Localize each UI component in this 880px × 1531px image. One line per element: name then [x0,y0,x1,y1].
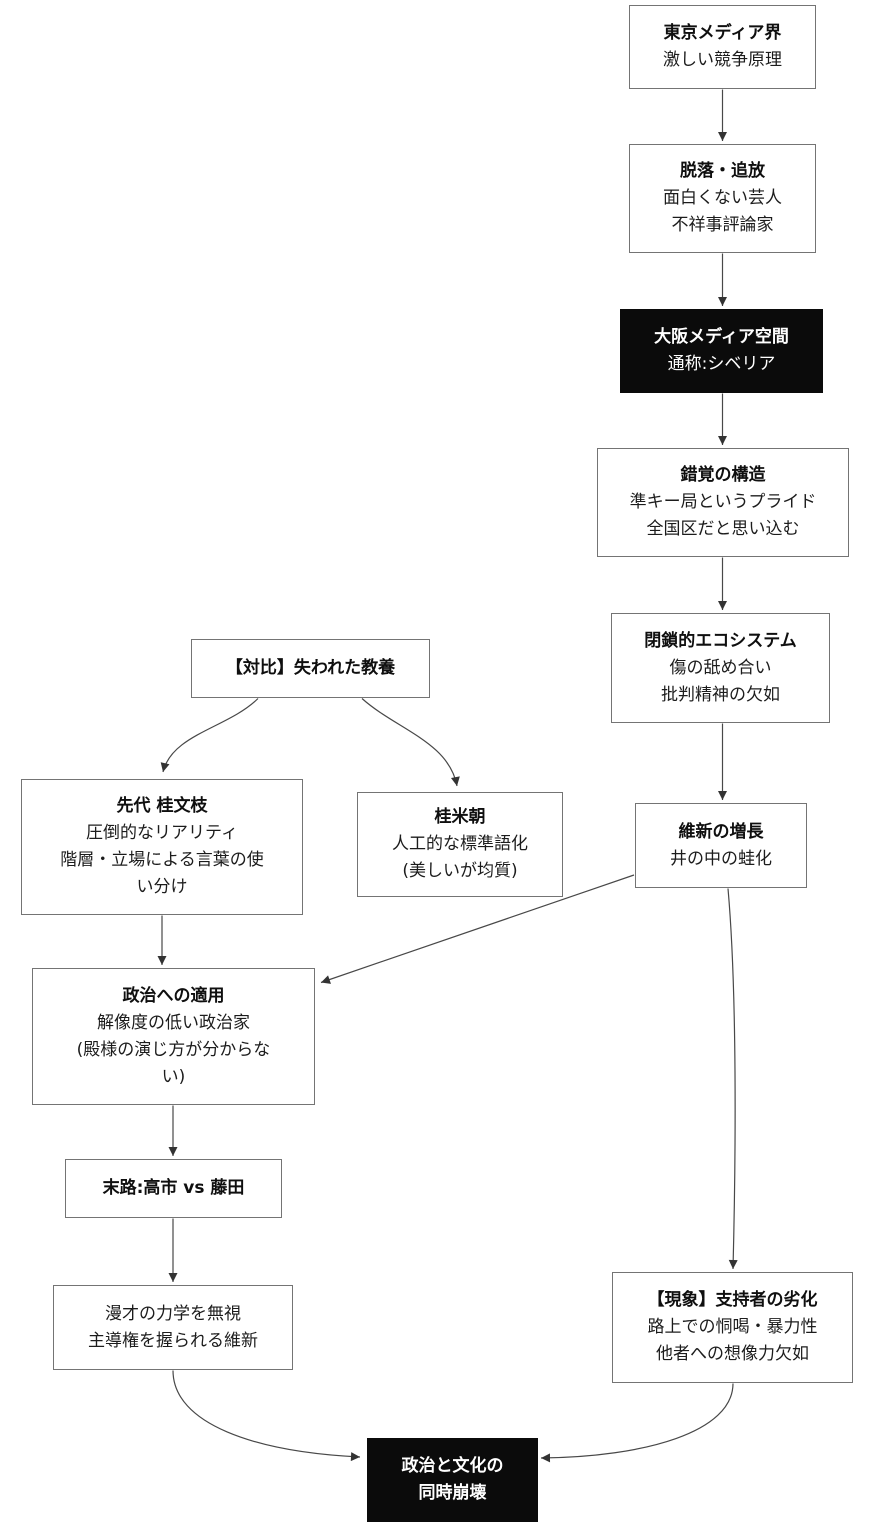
node-supporter-degradation: 【現象】支持者の劣化 路上での恫喝・暴力性 他者への想像力欠如 [612,1272,853,1383]
node-dropout-expulsion: 脱落・追放 面白くない芸人 不祥事評論家 [629,144,816,253]
node-title: 錯覚の構造 [680,465,766,485]
edge-contrast-to-bunshi [160,698,259,773]
edge-contrast-to-beicho [361,698,460,787]
edge-supporters-to-collapse [540,1383,734,1463]
node-illusion-structure: 錯覚の構造 準キー局というプライド 全国区だと思い込む [597,448,849,557]
edge-ishin-to-politics [320,874,635,984]
node-body: 解像度の低い政治家 (殿様の演じ方が分からな い) [76,1012,271,1087]
node-osaka-media-space: 大阪メディア空間 通称:シベリア [620,309,823,393]
node-title: 政治への適用 [122,985,225,1006]
node-manzai-dynamics: 漫才の力学を無視 主導権を握られる維新 [53,1285,293,1370]
node-title: 桂米朝 [434,807,486,827]
node-body: 通称:シベリア [667,354,776,374]
node-tokyo-media: 東京メディア界 激しい競争原理 [629,5,816,89]
node-title: 先代 桂文枝 [116,796,208,816]
edge-ishin-to-supporters [727,888,738,1270]
node-title: 脱落・追放 [680,161,765,181]
node-body: 人工的な標準語化 (美しいが均質) [392,834,528,881]
node-simultaneous-collapse: 政治と文化の 同時崩壊 [367,1438,538,1522]
node-body: 漫才の力学を無視 主導権を握られる維新 [88,1303,258,1351]
node-title: 東京メディア界 [663,23,782,43]
edge-manzai-to-collapse [172,1370,361,1462]
node-title: 閉鎖的エコシステム [644,630,797,651]
node-end-takaichi-fujita: 末路:高市 vs 藤田 [65,1159,282,1218]
node-body: 井の中の蛙化 [670,848,772,869]
node-politics-application: 政治への適用 解像度の低い政治家 (殿様の演じ方が分からな い) [32,968,315,1105]
node-body: 圧倒的なリアリティ 階層・立場による言葉の使 い分け [60,823,264,897]
node-title: 大阪メディア空間 [654,327,789,347]
node-closed-ecosystem: 閉鎖的エコシステム 傷の舐め合い 批判精神の欠如 [611,613,830,723]
node-title: 【対比】失われた教養 [225,658,396,678]
node-katsura-beicho: 桂米朝 人工的な標準語化 (美しいが均質) [357,792,563,897]
node-ishin-growth: 維新の増長 井の中の蛙化 [635,803,807,888]
node-body: 傷の舐め合い 批判精神の欠如 [661,657,780,705]
node-title: 維新の増長 [678,821,764,842]
node-katsura-bunshi: 先代 桂文枝 圧倒的なリアリティ 階層・立場による言葉の使 い分け [21,779,303,915]
node-title: 政治と文化の 同時崩壊 [401,1456,504,1503]
node-title: 【現象】支持者の劣化 [647,1290,818,1310]
node-body: 準キー局というプライド 全国区だと思い込む [629,492,817,539]
node-body: 路上での恫喝・暴力性 他者への想像力欠如 [647,1317,818,1364]
node-title: 末路:高市 vs 藤田 [102,1178,245,1198]
node-lost-culture-contrast: 【対比】失われた教養 [191,639,430,698]
node-body: 面白くない芸人 不祥事評論家 [663,188,782,235]
node-body: 激しい競争原理 [663,50,782,70]
